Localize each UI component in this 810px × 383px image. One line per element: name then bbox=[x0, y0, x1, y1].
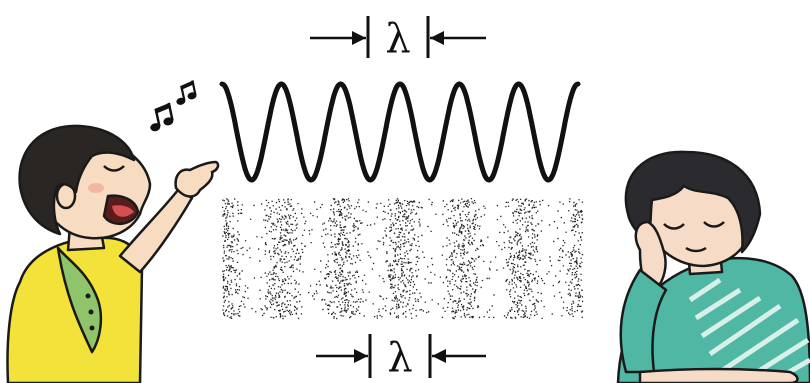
wavelength-symbol-top: λ bbox=[385, 16, 410, 62]
wavelength-marker-bottom: λ bbox=[316, 334, 486, 381]
compression-dots bbox=[222, 198, 583, 319]
wavelength-symbol-bottom: λ bbox=[387, 335, 412, 381]
singer-figure bbox=[8, 126, 219, 383]
compression-rarefaction-band bbox=[222, 198, 583, 319]
wavelength-marker-top: λ bbox=[310, 16, 486, 62]
sound-wave-curve bbox=[222, 84, 578, 180]
music-notes-icon bbox=[146, 80, 198, 132]
singer-hand bbox=[176, 162, 218, 197]
listener-figure bbox=[618, 152, 810, 383]
